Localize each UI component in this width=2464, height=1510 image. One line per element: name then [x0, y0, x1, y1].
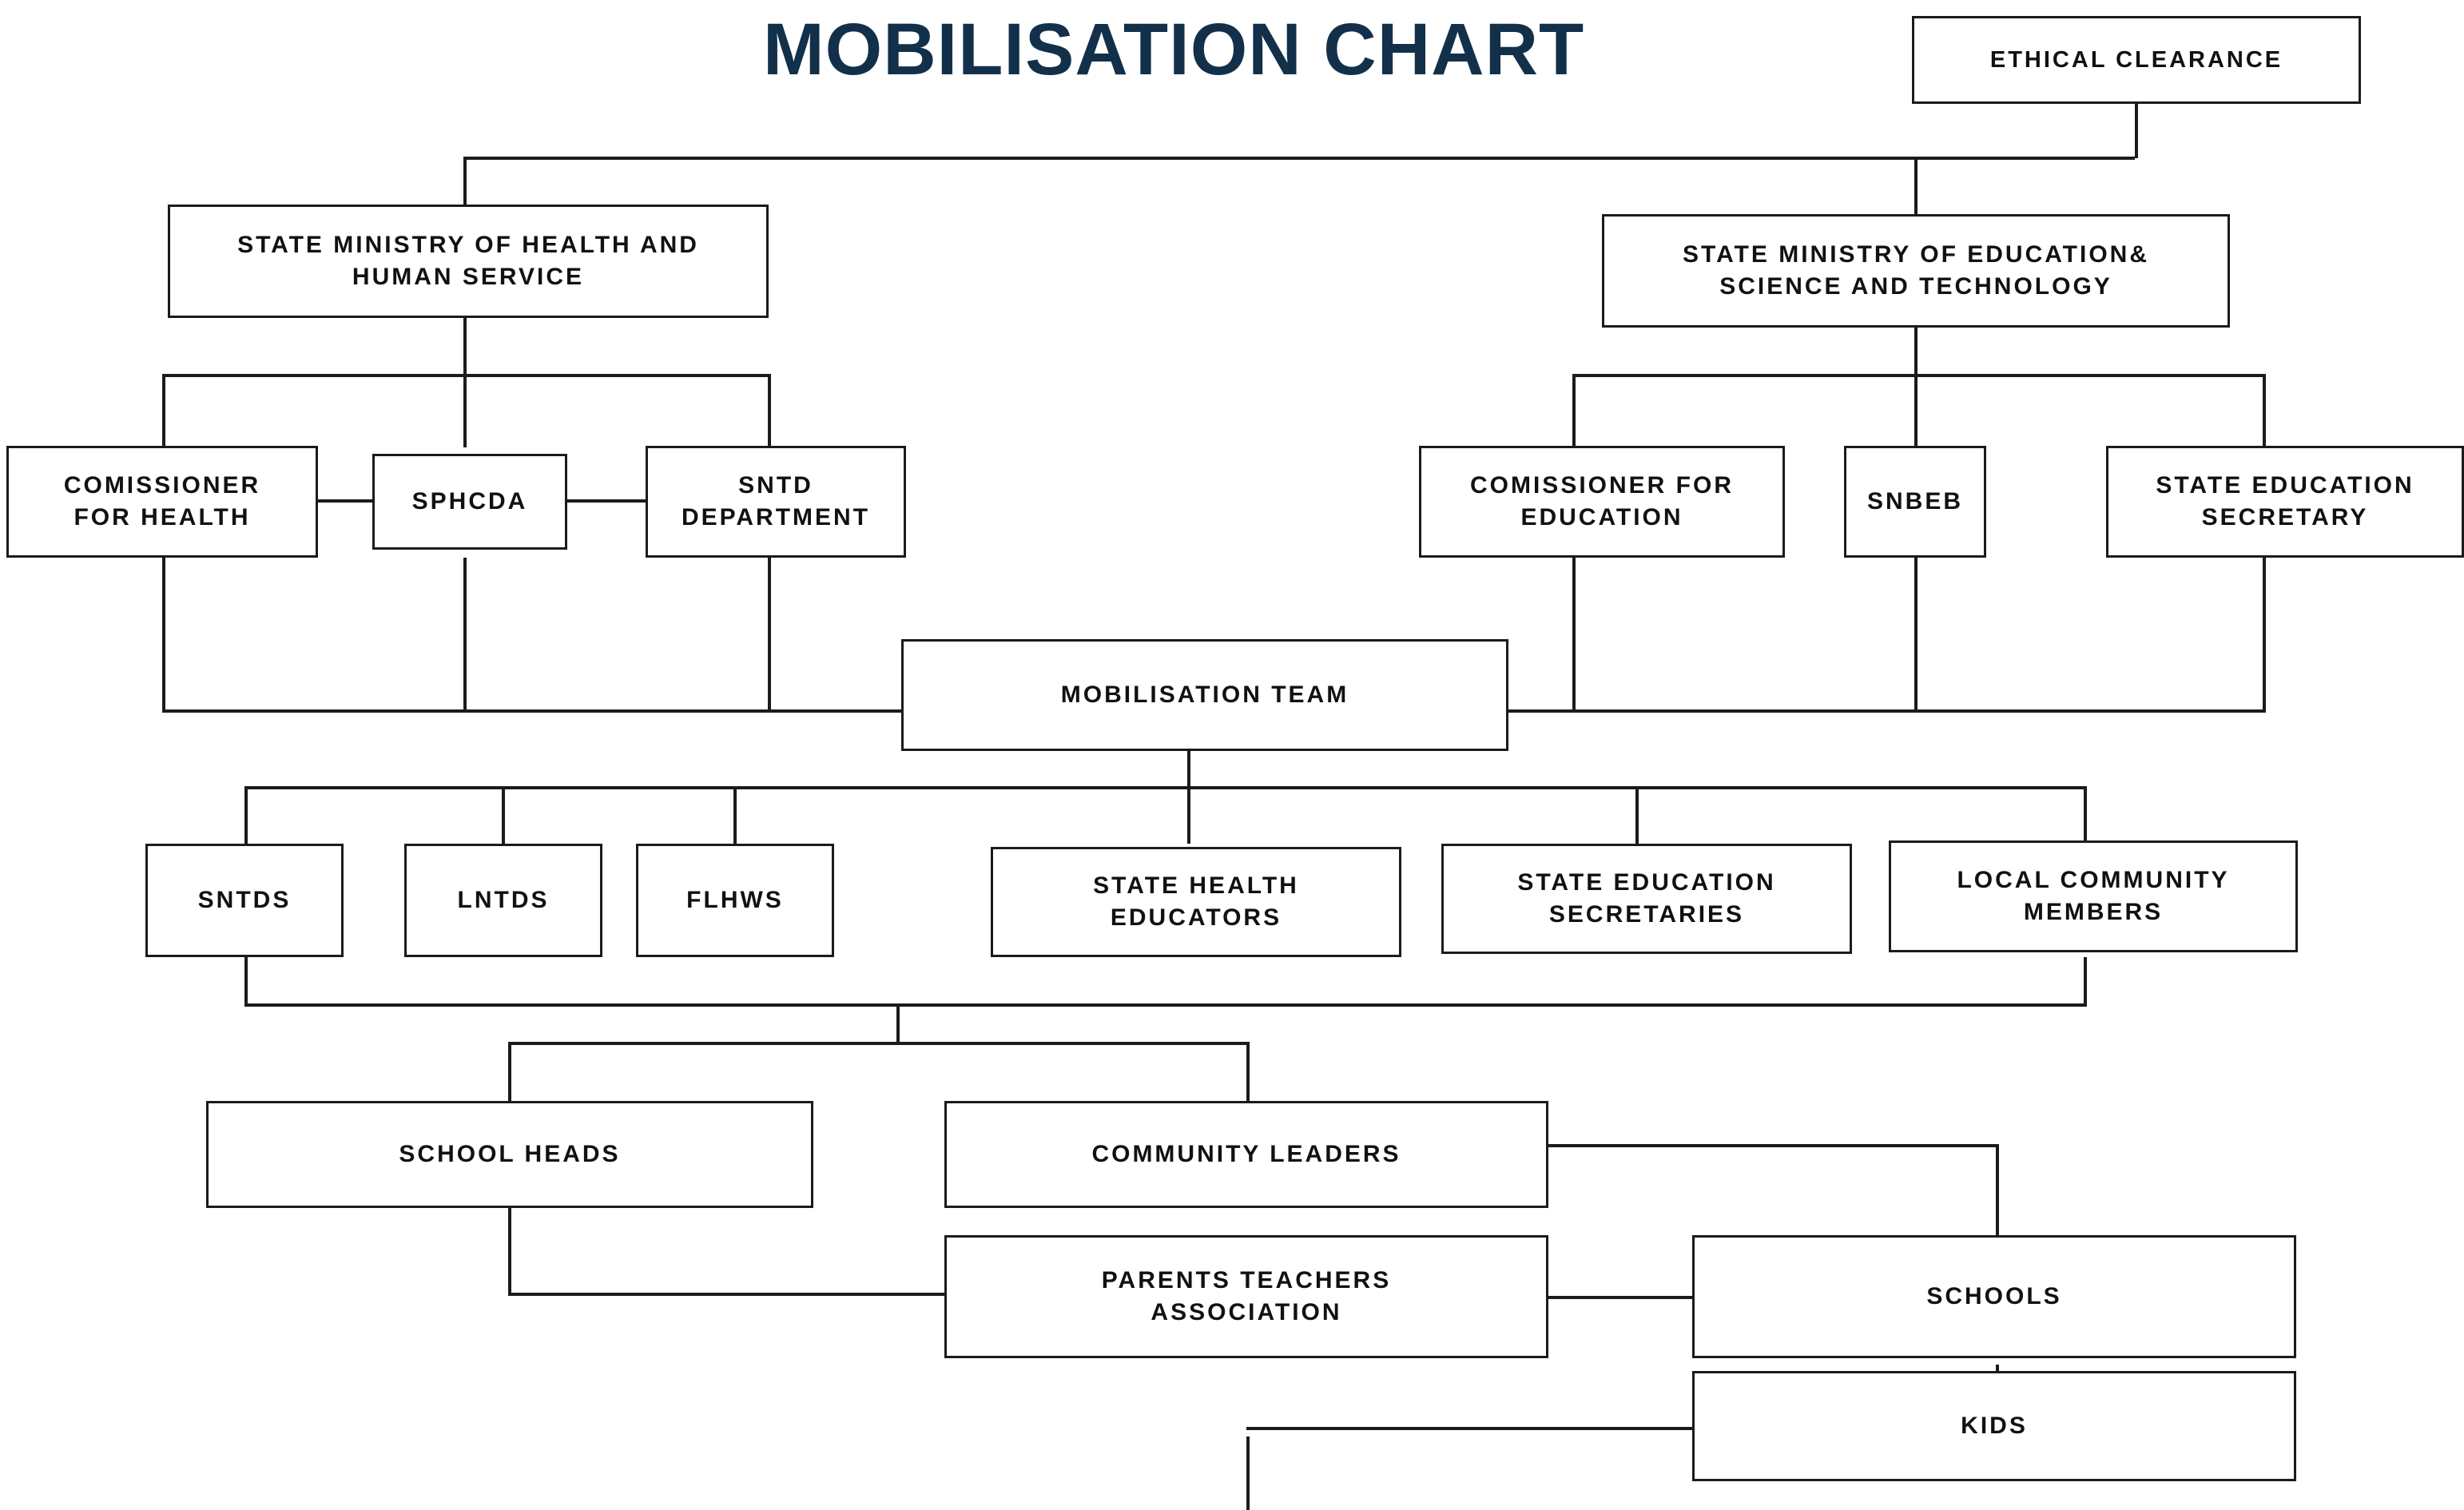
node-sntd-department-line2: DEPARTMENT [681, 504, 871, 530]
node-ministry-health[interactable]: STATE MINISTRY OF HEALTH AND HUMAN SERVI… [168, 205, 769, 318]
node-state-health-educators-line2: EDUCATORS [1110, 904, 1282, 931]
node-state-education-secretary-line1: STATE EDUCATION [2156, 472, 2414, 499]
node-school-heads[interactable]: SCHOOL HEADS [206, 1101, 813, 1208]
node-state-education-secretaries-line2: SECRETARIES [1548, 901, 1745, 928]
node-state-health-educators[interactable]: STATE HEALTH EDUCATORS [991, 847, 1401, 957]
node-local-community-members[interactable]: LOCAL COMMUNITY MEMBERS [1889, 840, 2298, 952]
node-parents-teachers-association-line1: PARENTS TEACHERS [1101, 1267, 1392, 1294]
connector-health-ministry-down [463, 316, 467, 377]
connector-sub-bus-to-school-heads [508, 1042, 511, 1104]
node-mobilisation-team[interactable]: MOBILISATION TEAM [901, 639, 1508, 751]
node-sphcda[interactable]: SPHCDA [372, 454, 567, 550]
node-kids[interactable]: KIDS [1692, 1371, 2296, 1481]
connector-community-leaders-to-schools [1996, 1144, 1999, 1256]
node-local-community-members-line1: LOCAL COMMUNITY [1957, 867, 2230, 894]
connector-fanout-to-sntds [244, 786, 248, 844]
node-commissioner-education-line2: EDUCATION [1520, 504, 1683, 530]
node-commissioner-health-line1: COMISSIONER [63, 472, 261, 499]
connector-row6-sub-bus [508, 1042, 1250, 1045]
connector-sphcda-down [463, 558, 467, 713]
node-flhws-label: FLHWS [686, 887, 784, 914]
node-state-education-secretary[interactable]: STATE EDUCATION SECRETARY [2106, 446, 2464, 558]
connector-mobilisation-team-down [1187, 751, 1190, 789]
connector-commissioner-education-down [1572, 558, 1576, 713]
connector-pta-to-kids [1246, 1427, 1694, 1430]
node-sntds[interactable]: SNTDS [145, 844, 344, 957]
page-title: MOBILISATION CHART [763, 9, 1585, 90]
connector-ethical-bus [463, 157, 2135, 160]
node-ministry-education-line2: SCIENCE AND TECHNOLOGY [1719, 273, 2112, 300]
node-state-education-secretaries-line1: STATE EDUCATION [1517, 869, 1776, 896]
node-state-education-secretary-line2: SECRETARY [2201, 504, 2369, 530]
connector-commissioner-to-sphcda [318, 499, 372, 503]
connector-health-ministry-bus [162, 374, 771, 377]
connector-local-community-down [2084, 957, 2087, 1007]
connector-fanout-to-local-community [2084, 786, 2087, 844]
connector-fanout-to-lntds [502, 786, 505, 844]
node-snbeb[interactable]: SNBEB [1844, 446, 1986, 558]
connector-state-education-secretary-down [2263, 558, 2266, 713]
connector-snbeb-down [1914, 558, 1918, 713]
connector-sphcda-to-sntd [567, 499, 646, 503]
node-community-leaders-label: COMMUNITY LEADERS [1091, 1141, 1401, 1168]
connector-education-ministry-bus [1572, 374, 2266, 377]
node-lntds-label: LNTDS [457, 887, 550, 914]
node-sntds-label: SNTDS [197, 887, 292, 914]
connector-education-ministry-down [1914, 326, 1918, 377]
node-flhws[interactable]: FLHWS [636, 844, 834, 957]
connector-mobilisation-fanout-bus [244, 786, 2087, 789]
connector-health-bus-mid-drop [463, 374, 467, 447]
connector-sntds-down [244, 957, 248, 1007]
connector-education-bus-mid-drop [1914, 374, 1918, 447]
connector-pta-to-schools [1545, 1296, 1694, 1299]
connector-commissioner-health-down [162, 558, 165, 713]
connector-sub-bus-to-community-leaders [1246, 1042, 1250, 1104]
connector-fanout-to-state-education-secretaries [1635, 786, 1639, 844]
connector-education-bus-left-drop [1572, 374, 1576, 447]
node-commissioner-education[interactable]: COMISSIONER FOR EDUCATION [1419, 446, 1785, 558]
connector-row6-bus-center-drop [896, 1003, 900, 1045]
connector-fanout-to-state-health-educators [1187, 786, 1190, 844]
connector-fanout-to-flhws [733, 786, 737, 844]
connector-ethical-down [2135, 102, 2138, 158]
node-ministry-education[interactable]: STATE MINISTRY OF EDUCATION& SCIENCE AND… [1602, 214, 2230, 328]
connector-ethical-to-health [463, 157, 467, 206]
node-ethical-clearance[interactable]: ETHICAL CLEARANCE [1912, 16, 2361, 104]
node-snbeb-label: SNBEB [1866, 488, 1963, 515]
node-kids-label: KIDS [1961, 1413, 2028, 1440]
connector-pta-down [1246, 1436, 1250, 1510]
node-commissioner-health[interactable]: COMISSIONER FOR HEALTH [6, 446, 318, 558]
node-parents-teachers-association[interactable]: PARENTS TEACHERS ASSOCIATION [944, 1235, 1548, 1358]
node-sphcda-label: SPHCDA [411, 488, 528, 515]
node-state-education-secretaries[interactable]: STATE EDUCATION SECRETARIES [1441, 844, 1852, 954]
node-state-health-educators-line1: STATE HEALTH [1093, 872, 1299, 900]
node-ministry-health-line2: HUMAN SERVICE [352, 264, 585, 290]
node-local-community-members-line2: MEMBERS [2023, 899, 2164, 925]
node-school-heads-label: SCHOOL HEADS [399, 1141, 621, 1168]
node-community-leaders[interactable]: COMMUNITY LEADERS [944, 1101, 1548, 1208]
node-sntd-department[interactable]: SNTD DEPARTMENT [646, 446, 906, 558]
connector-sntd-down [768, 558, 771, 713]
connector-education-bus-right-drop [2263, 374, 2266, 447]
node-commissioner-education-line1: COMISSIONER FOR [1469, 472, 1734, 499]
connector-ethical-to-education [1914, 157, 1918, 214]
node-parents-teachers-association-line2: ASSOCIATION [1151, 1299, 1342, 1325]
node-lntds[interactable]: LNTDS [404, 844, 602, 957]
node-sntd-department-line1: SNTD [738, 472, 813, 499]
node-ministry-education-line1: STATE MINISTRY OF EDUCATION& [1683, 241, 2149, 268]
node-schools[interactable]: SCHOOLS [1692, 1235, 2296, 1358]
connector-community-leaders-right [1545, 1144, 1997, 1147]
node-ministry-health-line1: STATE MINISTRY OF HEALTH AND [237, 232, 699, 259]
node-commissioner-health-line2: FOR HEALTH [74, 504, 251, 530]
connector-school-heads-to-pta [508, 1293, 949, 1296]
connector-row6-bus [244, 1003, 2085, 1007]
node-schools-label: SCHOOLS [1926, 1283, 2062, 1310]
node-ethical-clearance-label: ETHICAL CLEARANCE [1989, 46, 2283, 73]
connector-school-heads-down [508, 1206, 511, 1296]
connector-health-bus-left-drop [162, 374, 165, 447]
connector-health-bus-right-drop [768, 374, 771, 447]
node-mobilisation-team-label: MOBILISATION TEAM [1060, 681, 1349, 709]
